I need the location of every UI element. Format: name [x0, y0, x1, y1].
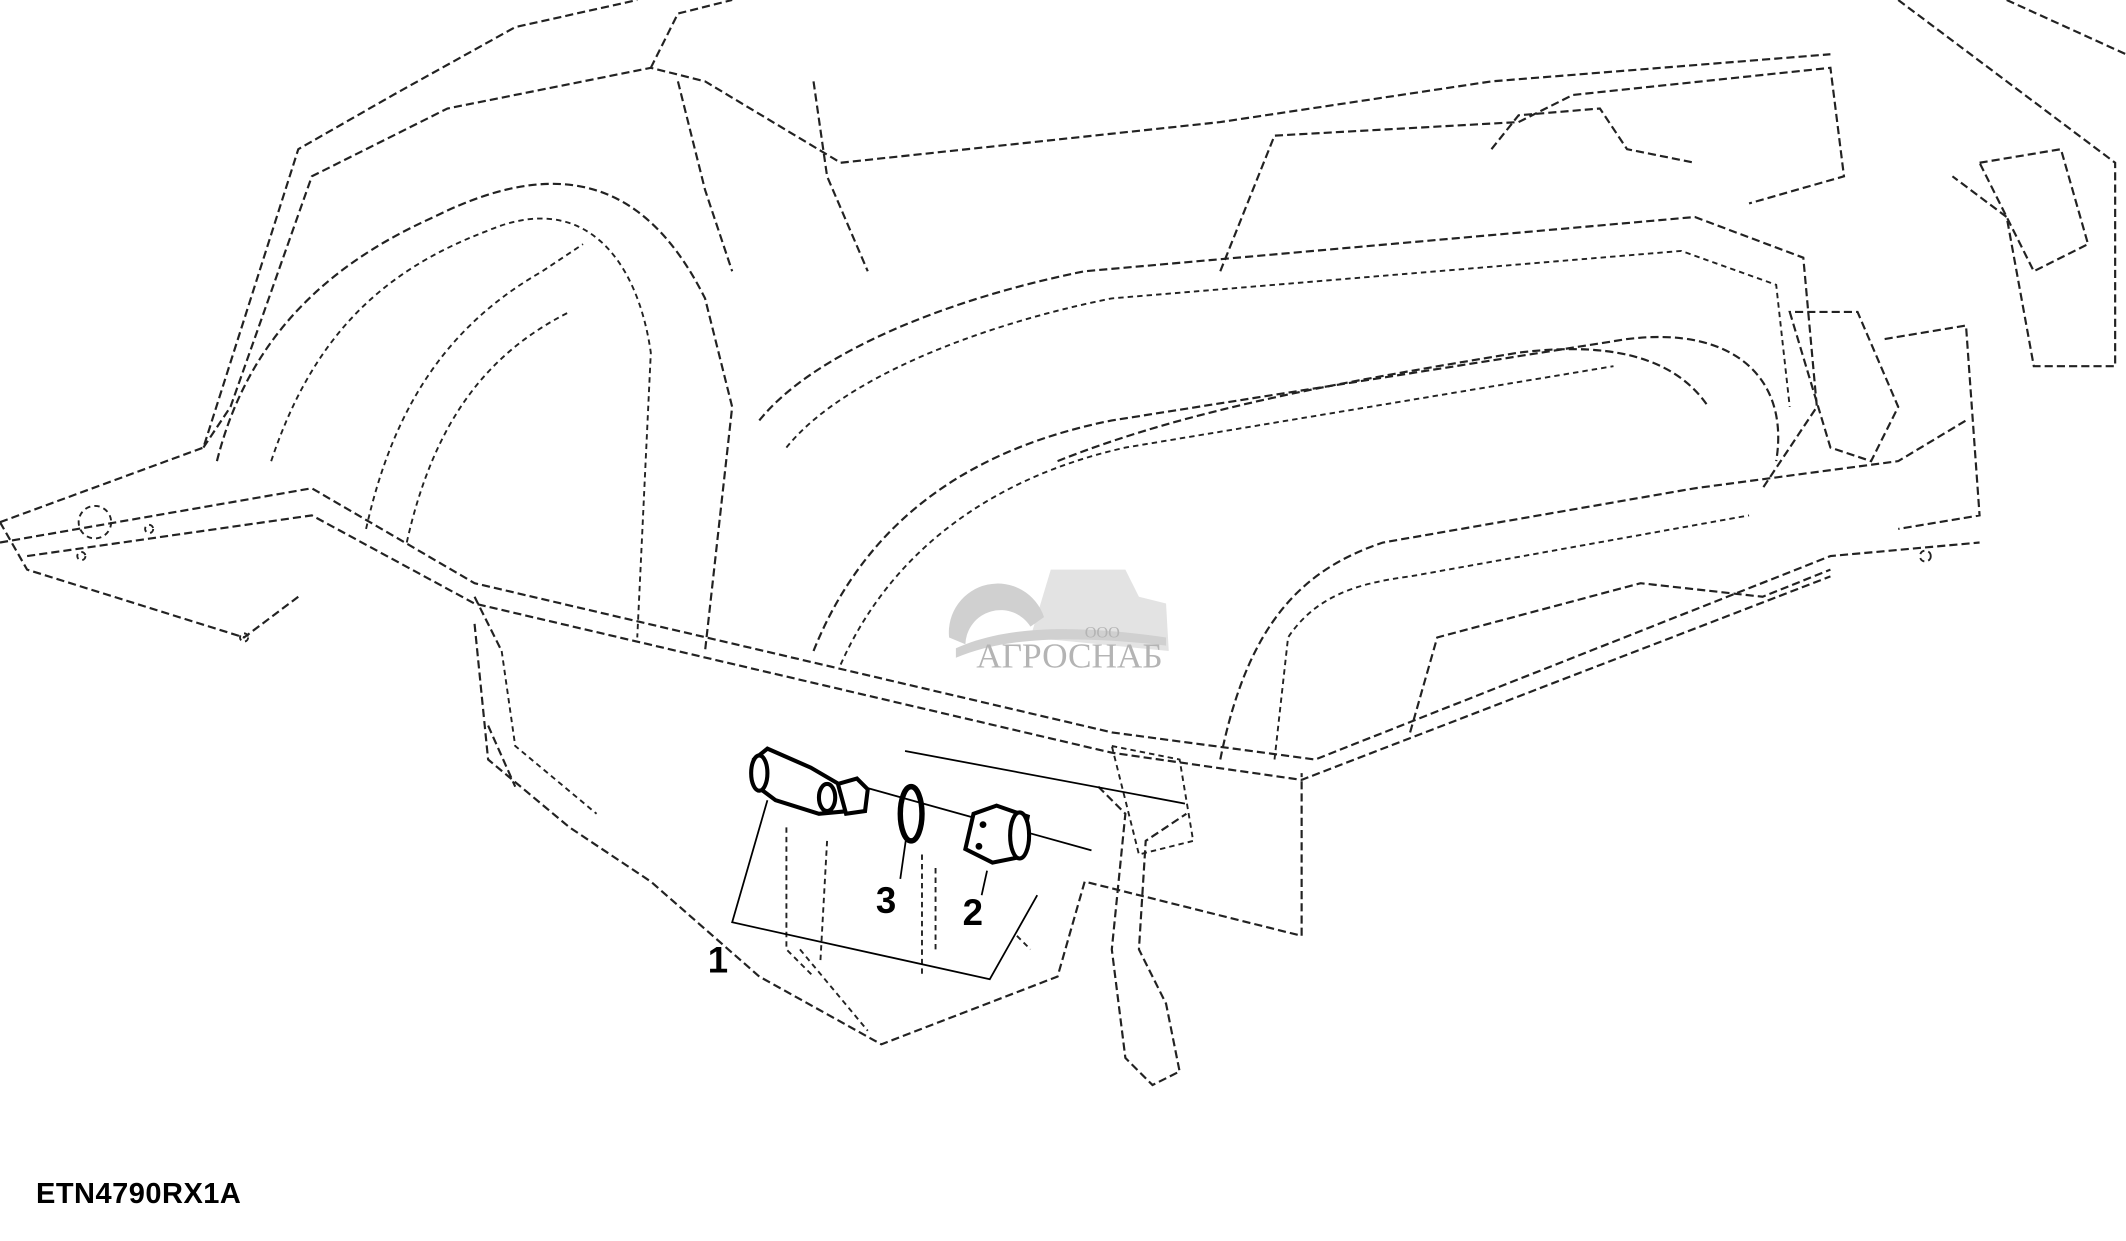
watermark-brand: АГРОСНАБ — [976, 636, 1162, 675]
watermark-prefix: ООО — [1085, 623, 1120, 641]
frame-outline — [0, 0, 2126, 1087]
callout-2: 2 — [963, 892, 983, 933]
figure-id: ETN4790RX1A — [36, 1178, 242, 1210]
callout-3: 3 — [876, 880, 896, 921]
exploded-parts: 1 3 2 — [708, 746, 1186, 980]
callout-1: 1 — [708, 939, 728, 980]
part-2-cap — [963, 803, 1032, 865]
part-3-o-ring — [897, 783, 925, 844]
part-1-fitting — [749, 746, 870, 817]
watermark-logo: ООО АГРОСНАБ — [948, 569, 1169, 675]
